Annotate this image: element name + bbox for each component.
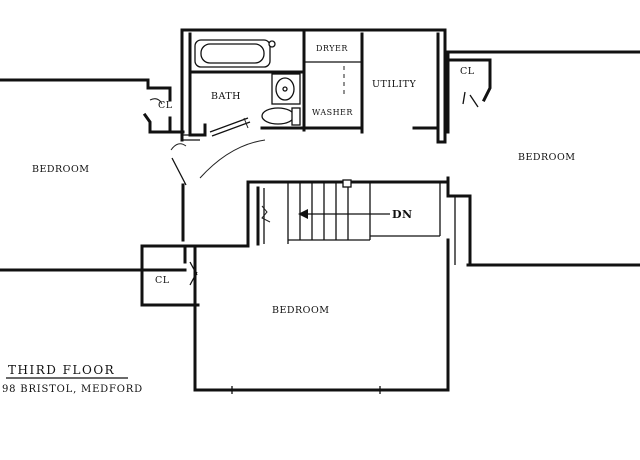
hall-door-swings <box>149 98 266 186</box>
lower-closet-walls <box>140 244 200 307</box>
stair-direction-label: DN <box>392 208 413 221</box>
title-block: THIRD FLOOR 98 BRISTOL, MEDFORD <box>2 363 143 395</box>
washer-label: WASHER <box>312 108 353 117</box>
right-bedroom-walls <box>446 50 640 267</box>
bedroom-center-label: BEDROOM <box>272 305 330 316</box>
bedroom-left-label: BEDROOM <box>32 164 90 175</box>
bathtub <box>194 39 276 68</box>
stair <box>246 179 450 248</box>
bath-utility-walls <box>180 28 447 144</box>
bath-label: BATH <box>211 91 241 102</box>
address-line: 98 BRISTOL, MEDFORD <box>2 384 143 395</box>
bedroom-right-label: BEDROOM <box>518 152 576 163</box>
toilet <box>261 107 301 126</box>
closet-lower-label: CL <box>155 275 170 286</box>
left-bedroom-walls <box>0 78 187 272</box>
closet-right-label: CL <box>460 66 475 77</box>
stair-down-arrow <box>298 209 390 219</box>
dryer-label: DRYER <box>316 44 348 53</box>
utility-label: UTILITY <box>372 79 416 90</box>
floor-title: THIRD FLOOR <box>8 363 115 377</box>
closet-left-label: CL <box>158 100 173 111</box>
sink <box>271 73 301 105</box>
center-bedroom-walls <box>183 238 450 394</box>
bath-door <box>209 117 251 137</box>
